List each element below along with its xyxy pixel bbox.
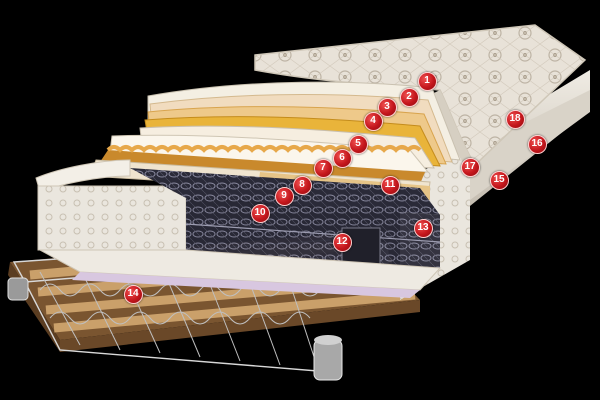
callout-marker-15[interactable]: 15	[490, 171, 509, 190]
callout-marker-10[interactable]: 10	[251, 204, 270, 223]
callout-marker-2[interactable]: 2	[400, 88, 419, 107]
callout-marker-8[interactable]: 8	[293, 176, 312, 195]
callout-number: 3	[384, 102, 390, 112]
callout-marker-3[interactable]: 3	[378, 98, 397, 117]
callout-marker-12[interactable]: 12	[333, 233, 352, 252]
callout-marker-6[interactable]: 6	[333, 149, 352, 168]
callout-marker-17[interactable]: 17	[461, 158, 480, 177]
callout-number: 9	[281, 191, 287, 201]
callout-number: 15	[493, 175, 504, 185]
callout-number: 13	[417, 223, 428, 233]
callout-number: 8	[299, 180, 305, 190]
callout-number: 12	[336, 237, 347, 247]
callout-marker-4[interactable]: 4	[364, 112, 383, 131]
callout-number: 7	[320, 163, 326, 173]
callout-marker-18[interactable]: 18	[506, 110, 525, 129]
callout-marker-5[interactable]: 5	[349, 135, 368, 154]
callout-number: 4	[370, 116, 376, 126]
callout-marker-1[interactable]: 1	[418, 72, 437, 91]
callout-number: 2	[406, 92, 412, 102]
callout-marker-14[interactable]: 14	[124, 285, 143, 304]
callout-number: 10	[254, 208, 265, 218]
callout-number: 5	[355, 139, 361, 149]
callout-marker-7[interactable]: 7	[314, 159, 333, 178]
callout-number: 6	[339, 153, 345, 163]
callout-marker-9[interactable]: 9	[275, 187, 294, 206]
callout-number: 17	[464, 162, 475, 172]
callout-marker-11[interactable]: 11	[381, 176, 400, 195]
callout-marker-13[interactable]: 13	[414, 219, 433, 238]
callout-number: 11	[385, 180, 396, 190]
callout-number: 18	[509, 114, 520, 124]
callout-number: 1	[424, 76, 430, 86]
callout-number: 16	[531, 139, 542, 149]
callout-number: 14	[127, 289, 138, 299]
callout-marker-16[interactable]: 16	[528, 135, 547, 154]
